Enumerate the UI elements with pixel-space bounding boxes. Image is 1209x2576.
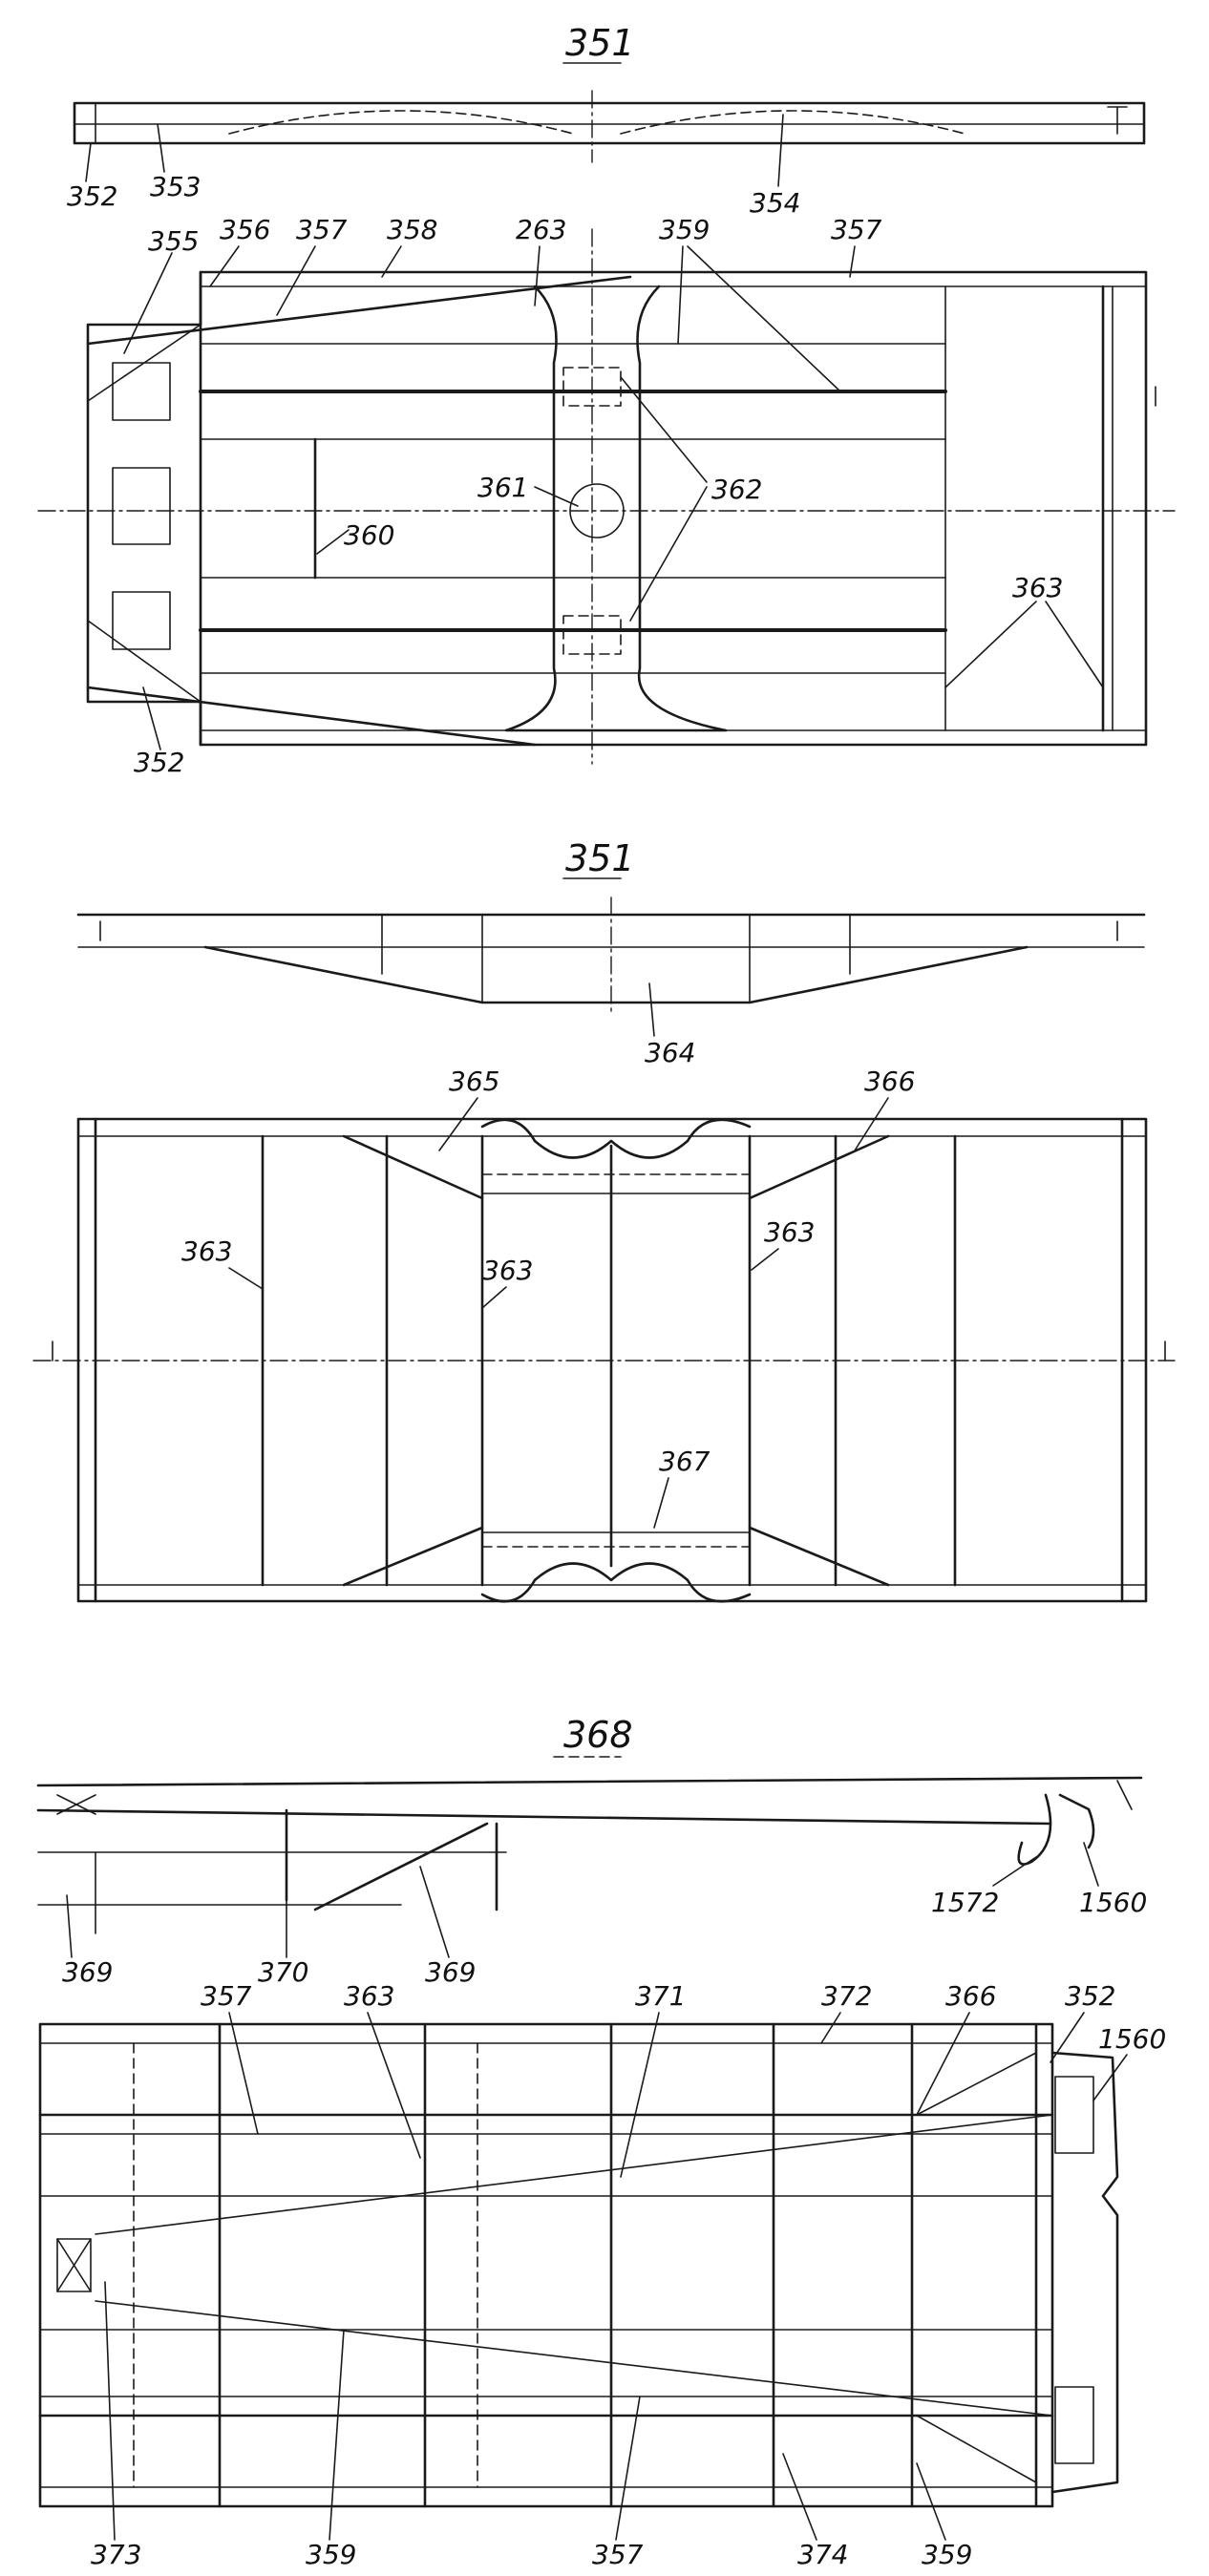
figure-351-top: 351 352 353 354 [37, 22, 1176, 778]
figure-351-middle: 351 364 [32, 837, 1176, 1603]
plan-view-bottom [38, 2022, 1119, 2508]
elevation-outline [73, 101, 1146, 145]
label-363-bottom: 363 [344, 1980, 394, 2012]
label-1572: 1572 [931, 1887, 999, 1918]
label-369-b: 369 [425, 1956, 476, 1988]
side-elevation-top [73, 90, 1146, 163]
label-358: 358 [387, 214, 437, 245]
label-363: 363 [1012, 572, 1063, 603]
plan-view-top [37, 228, 1176, 765]
label-364: 364 [645, 1037, 695, 1068]
label-360: 360 [344, 519, 394, 551]
label-356: 356 [220, 214, 270, 245]
label-367: 367 [659, 1446, 711, 1477]
label-1560-a: 1560 [1079, 1887, 1147, 1918]
label-353: 353 [150, 171, 201, 202]
label-373: 373 [91, 2539, 141, 2570]
label-363-b: 363 [482, 1255, 533, 1286]
label-357-a: 357 [296, 214, 348, 245]
plan-view-middle [32, 1117, 1176, 1603]
label-366-bottom: 366 [945, 1980, 996, 2012]
label-359: 359 [659, 214, 710, 245]
label-366: 366 [864, 1066, 915, 1097]
label-374: 374 [797, 2539, 848, 2570]
label-263: 263 [516, 214, 566, 245]
label-362: 362 [711, 474, 762, 505]
label-352-b: 352 [134, 747, 184, 778]
label-357-b: 357 [592, 2539, 644, 2570]
figure-368-bottom: 368 1572 1560 369 370 369 [36, 1714, 1166, 2570]
label-354: 354 [750, 187, 800, 219]
label-352-bottom: 352 [1065, 1980, 1115, 2012]
side-elevation-middle [76, 897, 1146, 1013]
label-1560-b: 1560 [1098, 2023, 1166, 2055]
label-355: 355 [148, 225, 199, 257]
label-357-b: 357 [831, 214, 882, 245]
figure-title-351-middle: 351 [565, 837, 635, 879]
label-371: 371 [635, 1980, 686, 2012]
frame-outline-bottom [38, 2022, 1054, 2508]
label-369-a: 369 [62, 1956, 113, 1988]
label-372: 372 [821, 1980, 872, 2012]
figure-title-368: 368 [563, 1714, 633, 1756]
label-363-a: 363 [181, 1235, 232, 1267]
label-370: 370 [258, 1956, 308, 1988]
label-357-a: 357 [201, 1980, 252, 2012]
label-359-a: 359 [306, 2539, 356, 2570]
label-365: 365 [449, 1066, 499, 1097]
label-363-c: 363 [764, 1216, 815, 1248]
label-359-b: 359 [922, 2539, 972, 2570]
label-361: 361 [477, 472, 528, 503]
label-352-a: 352 [67, 180, 117, 212]
side-elevation-bottom [36, 1776, 1143, 1934]
frame-outline [199, 270, 1148, 747]
figure-title-351-top: 351 [565, 22, 635, 64]
